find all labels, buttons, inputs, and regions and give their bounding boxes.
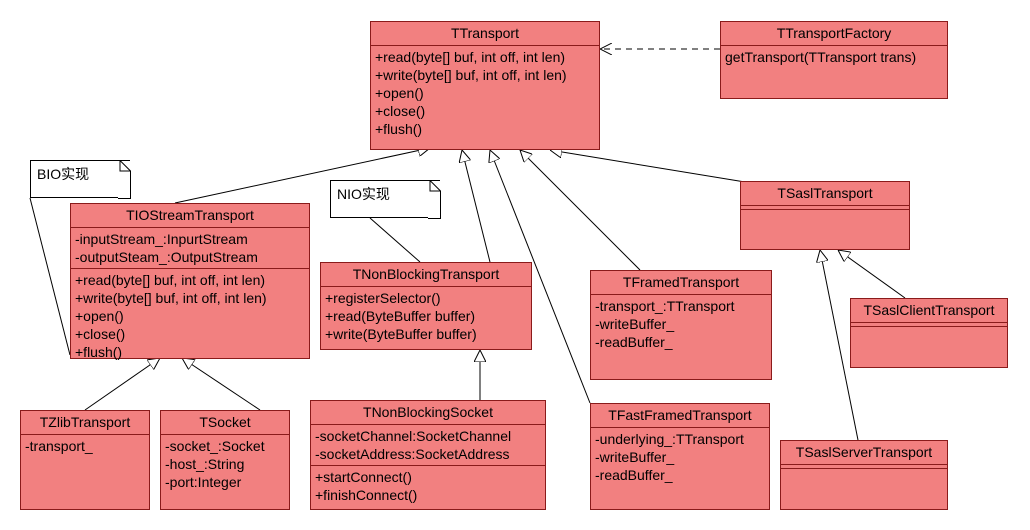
attribute: -transport_:TTransport [595, 298, 735, 314]
class-tnonblockingtransport-name: TNonBlockingTransport [352, 266, 500, 282]
class-tiostreamtransport[interactable]: TIOStreamTransport -inputStream_:InpurtS… [70, 203, 310, 360]
method: +read(byte[] buf, int off, int len) [375, 49, 566, 65]
gen-tframed-ttransport [520, 150, 641, 271]
class-tnonblockingtransport[interactable]: TNonBlockingTransport +registerSelector(… [320, 262, 532, 350]
class-tiostreamtransport-name: TIOStreamTransport [126, 207, 254, 223]
note-nio: NIO实现 [330, 180, 440, 218]
attribute: -host_:String [165, 456, 245, 472]
gen-tzlib-tiostream [84, 358, 160, 411]
note-bio-text: BIO实现 [37, 166, 90, 182]
method: +write(ByteBuffer buffer) [325, 326, 477, 342]
class-tsaslservertransport-name: TSaslServerTransport [795, 444, 933, 460]
gen-tiostream-ttransport [174, 148, 430, 204]
method: +close() [375, 103, 426, 119]
method: +write(byte[] buf, int off, int len) [375, 67, 567, 83]
method: +open() [75, 308, 124, 324]
class-tsaslclienttransport-name: TSaslClientTransport [863, 302, 995, 318]
method: +read(byte[] buf, int off, int len) [75, 272, 266, 288]
note-bio: BIO实现 [30, 160, 130, 198]
attribute: -readBuffer_ [595, 334, 673, 350]
class-tsaslservertransport-attributes [781, 464, 947, 468]
class-tnonblockingsocket[interactable]: TNonBlockingSocket -socketChannel:Socket… [310, 400, 546, 510]
class-tiostreamtransport-attributes: -inputStream_:InpurtStream -outputSteam_… [71, 227, 309, 268]
method: +flush() [375, 121, 423, 137]
gen-tsocket-tiostream [182, 358, 261, 411]
method: +close() [75, 326, 126, 342]
attribute: -readBuffer_ [595, 467, 673, 483]
class-tfastframedtransport-attributes: -underlying_:TTransport -writeBuffer_ -r… [591, 427, 769, 486]
class-tframedtransport[interactable]: TFramedTransport -transport_:TTransport … [590, 270, 772, 380]
gen-tsaslclient-tsasl [838, 250, 906, 299]
class-tfastframedtransport[interactable]: TFastFramedTransport -underlying_:TTrans… [590, 403, 770, 510]
class-tsasltransport[interactable]: TSaslTransport [740, 181, 910, 250]
class-tsaslclienttransport-methods [851, 326, 1007, 330]
class-ttransport-name: TTransport [451, 25, 519, 41]
class-tzlibtransport-name: TZlibTransport [39, 414, 131, 430]
class-tnonblockingsocket-methods: +startConnect() +finishConnect() [311, 465, 545, 506]
class-tsaslservertransport-methods [781, 468, 947, 472]
class-tsaslclienttransport-attributes [851, 322, 1007, 326]
class-tzlibtransport-attributes: -transport_ [21, 434, 149, 457]
note-bio-fold [118, 160, 131, 199]
class-tfastframedtransport-name: TFastFramedTransport [608, 407, 752, 423]
note-nio-text: NIO实现 [337, 186, 390, 202]
class-tsaslclienttransport[interactable]: TSaslClientTransport [850, 298, 1008, 368]
attribute: -port:Integer [165, 474, 242, 490]
method: +flush() [75, 344, 123, 360]
note-nio-fold [428, 180, 441, 219]
class-tsocket[interactable]: TSocket -socket_:Socket -host_:String -p… [160, 410, 290, 510]
class-tsasltransport-attributes [741, 205, 909, 209]
attribute: -writeBuffer_ [595, 449, 675, 465]
class-ttransport-methods: +read(byte[] buf, int off, int len) +wri… [371, 45, 599, 140]
class-tsocket-name: TSocket [199, 414, 251, 430]
method: getTransport(TTransport trans) [725, 49, 917, 65]
attribute: -writeBuffer_ [595, 316, 675, 332]
class-tsasltransport-methods [741, 209, 909, 213]
class-tnonblockingtransport-methods: +registerSelector() +read(ByteBuffer buf… [321, 286, 531, 345]
class-tnonblockingsocket-name: TNonBlockingSocket [363, 404, 493, 420]
gen-tsasl-ttransport [550, 150, 746, 183]
attribute: -inputStream_:InpurtStream [75, 231, 248, 247]
attribute: -transport_ [25, 438, 93, 454]
attribute: -socketChannel:SocketChannel [315, 428, 512, 444]
gen-tfastframed-ttransport [490, 150, 591, 404]
class-ttransport[interactable]: TTransport +read(byte[] buf, int off, in… [370, 21, 600, 150]
class-tsocket-attributes: -socket_:Socket -host_:String -port:Inte… [161, 434, 289, 493]
method: +startConnect() [315, 469, 412, 485]
class-tsaslservertransport[interactable]: TSaslServerTransport [780, 440, 948, 510]
attribute: -socketAddress:SocketAddress [315, 446, 510, 462]
method: +write(byte[] buf, int off, int len) [75, 290, 267, 306]
gen-tsaslserver-tsasl [820, 250, 859, 441]
gen-tnonblocking-ttransport [462, 150, 491, 263]
method: +finishConnect() [315, 487, 418, 503]
class-ttransportfactory-name: TTransportFactory [776, 25, 892, 41]
method: +registerSelector() [325, 290, 441, 306]
attribute: -socket_:Socket [165, 438, 265, 454]
class-tiostreamtransport-methods: +read(byte[] buf, int off, int len) +wri… [71, 268, 309, 363]
method: +read(ByteBuffer buffer) [325, 308, 476, 324]
class-tframedtransport-attributes: -transport_:TTransport -writeBuffer_ -re… [591, 294, 771, 353]
class-tnonblockingsocket-attributes: -socketChannel:SocketChannel -socketAddr… [311, 424, 545, 465]
class-tframedtransport-name: TFramedTransport [622, 274, 740, 290]
class-ttransportfactory[interactable]: TTransportFactory getTransport(TTranspor… [720, 21, 948, 99]
note-link-nio [369, 217, 421, 263]
method: +open() [375, 85, 424, 101]
attribute: -underlying_:TTransport [595, 431, 744, 447]
attribute: -outputSteam_:OutputStream [75, 249, 258, 265]
class-tzlibtransport[interactable]: TZlibTransport -transport_ [20, 410, 150, 510]
class-ttransportfactory-methods: getTransport(TTransport trans) [721, 45, 947, 68]
note-link-bio [29, 197, 71, 356]
class-tsasltransport-name: TSaslTransport [777, 185, 873, 201]
